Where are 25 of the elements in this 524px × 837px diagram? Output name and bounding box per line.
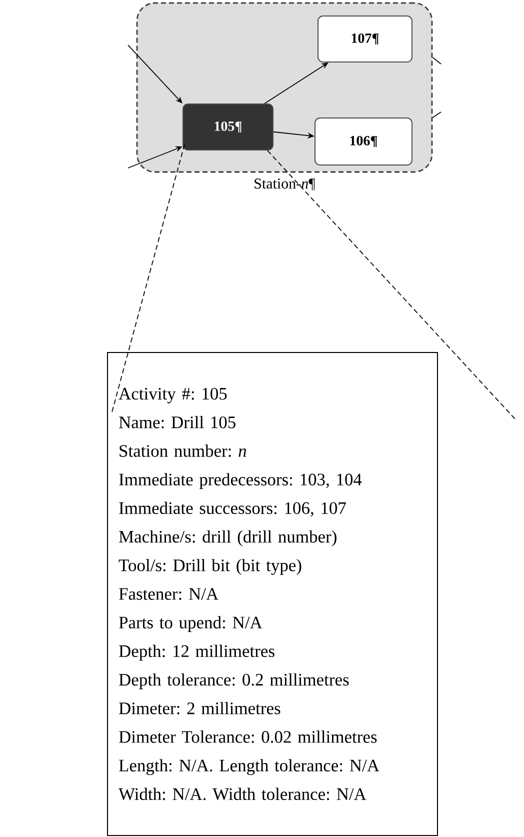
- activity-box: 106¶: [314, 118, 412, 166]
- arrow: [128, 44, 182, 104]
- detail-line: Fastener: N/A: [119, 588, 218, 600]
- detail-line: Immediate predecessors: 103, 104: [119, 473, 362, 490]
- node-label: Station-n¶: [254, 178, 316, 190]
- detail-line: Dimeter: 2 millimetres: [119, 702, 280, 714]
- detail-line: Immediate successors: 106, 107: [119, 502, 346, 517]
- detail-line: Width: N/A. Width tolerance: N/A: [118, 788, 366, 800]
- detail-box: [107, 352, 438, 836]
- dashed-leader-line: [112, 144, 185, 412]
- detail-line: Machine/s: drill (drill number): [119, 530, 336, 546]
- detail-line: Depth: 12 millimetres: [119, 644, 274, 661]
- activity-box: 105¶: [182, 104, 274, 150]
- line: [432, 57, 442, 64]
- detail-line: Tool/s: Drill bit (bit type): [118, 558, 302, 575]
- detail-line: Length: N/A. Length tolerance: N/A: [119, 759, 380, 776]
- detail-line: Dimeter Tolerance: 0.02 millimetres: [119, 730, 377, 743]
- detail-line: Parts to upend: N/A: [119, 616, 262, 632]
- detail-line: Name: Drill 105: [119, 416, 236, 428]
- line: [432, 112, 442, 118]
- detail-line: Activity #: 105: [118, 388, 227, 404]
- detail-line: Depth tolerance: 0.2 millimetres: [119, 673, 349, 690]
- detail-line: Station number: n: [120, 444, 246, 457]
- dashed-leader-line: [267, 150, 516, 420]
- activity-box: 107¶: [318, 16, 412, 62]
